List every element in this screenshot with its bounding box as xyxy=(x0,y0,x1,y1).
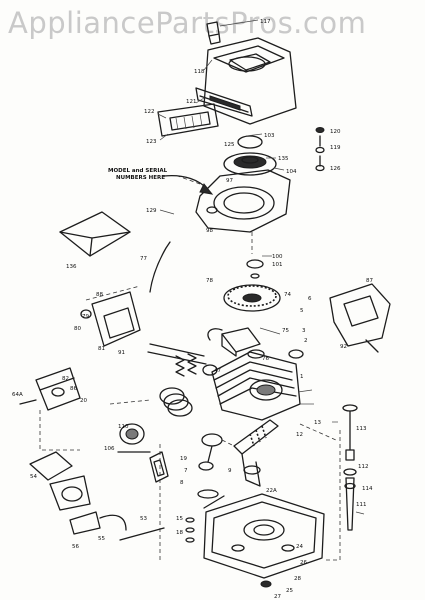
cylinder-block xyxy=(202,349,304,421)
part-label: 110 xyxy=(118,424,129,430)
part-label: 101 xyxy=(272,262,283,268)
part-label: 13 xyxy=(314,420,321,426)
part-label: 88 xyxy=(96,292,103,298)
side-screws xyxy=(315,127,325,172)
part-label: 27 xyxy=(274,594,281,600)
part-label: 9 xyxy=(228,468,232,474)
part-label: 120 xyxy=(330,129,341,135)
part-labels: 117 118 121 122 123 120 119 103 126 135 … xyxy=(12,19,373,600)
part-label: 24 xyxy=(296,544,303,550)
part-label: 53 xyxy=(140,516,147,522)
part-label: 121 xyxy=(186,99,197,105)
leader-lines xyxy=(39,19,365,561)
part-label: 74 xyxy=(284,292,291,298)
piston-assembly xyxy=(117,387,193,453)
part-label: 15 xyxy=(176,516,183,522)
part-label: 79 xyxy=(82,314,89,320)
part-label: 135 xyxy=(278,156,289,162)
part-label: 136 xyxy=(66,264,77,270)
part-label: 119 xyxy=(330,145,341,151)
carburetor xyxy=(19,367,81,411)
part-label: 28 xyxy=(294,576,301,582)
part-label: 81 xyxy=(98,346,105,352)
crankcase-sump xyxy=(203,493,325,588)
part-label: 82 xyxy=(62,376,69,382)
part-label: 80 xyxy=(74,326,81,332)
part-label: 47 xyxy=(214,368,221,374)
crankshaft xyxy=(233,419,279,487)
part-label: 104 xyxy=(286,169,297,175)
part-label: 123 xyxy=(146,139,157,145)
model-serial-note: MODEL and SERIAL xyxy=(108,168,168,174)
part-label: 20 xyxy=(80,398,87,404)
part-label: 103 xyxy=(264,133,275,139)
part-label: 56 xyxy=(72,544,79,550)
control-bracket xyxy=(329,283,391,353)
part-label: 114 xyxy=(362,486,373,492)
recoil-starter xyxy=(223,135,277,176)
part-label: 64A xyxy=(12,392,23,398)
filter-element xyxy=(157,103,219,137)
part-label: 2 xyxy=(304,338,308,344)
part-label: 22A xyxy=(266,488,277,494)
part-label: 8 xyxy=(180,480,184,486)
part-label: 6 xyxy=(308,296,312,302)
part-label: 18 xyxy=(176,530,183,536)
part-label: 5 xyxy=(300,308,304,314)
flywheel xyxy=(223,259,281,312)
part-label: 54 xyxy=(30,474,37,480)
part-label: 118 xyxy=(194,69,205,75)
part-label: 129 xyxy=(146,208,157,214)
part-label: 86 xyxy=(70,386,77,392)
part-label: 122 xyxy=(144,109,155,115)
part-label: 25 xyxy=(286,588,293,594)
part-label: 76 xyxy=(262,356,269,362)
part-label: 77 xyxy=(140,256,147,262)
governor-link xyxy=(149,241,171,293)
part-label: 78 xyxy=(206,278,213,284)
part-label: 92 xyxy=(340,344,347,350)
part-label: 126 xyxy=(330,166,341,172)
part-label: 113 xyxy=(356,426,367,432)
gasket-sheet xyxy=(59,211,131,257)
part-label: 125 xyxy=(224,142,235,148)
blower-housing xyxy=(195,169,291,233)
part-label: 100 xyxy=(272,254,283,260)
part-label: 55 xyxy=(98,536,105,542)
fuel-cap xyxy=(206,21,221,45)
part-label: 19 xyxy=(180,456,187,462)
small-parts xyxy=(119,489,225,543)
part-label: 117 xyxy=(260,19,271,25)
breather-cover xyxy=(80,291,141,347)
dipstick-tube xyxy=(342,404,358,531)
part-label: 12 xyxy=(296,432,303,438)
model-serial-arrow xyxy=(163,174,214,195)
model-serial-note-2: NUMBERS HERE xyxy=(116,175,165,181)
muffler xyxy=(29,451,127,535)
fuel-tank xyxy=(203,37,297,125)
part-label: 97 xyxy=(226,178,233,184)
part-label: 75 xyxy=(282,328,289,334)
part-label: 1 xyxy=(300,374,304,380)
part-label: 26 xyxy=(300,560,307,566)
part-label: 91 xyxy=(118,350,125,356)
part-label: 111 xyxy=(356,502,367,508)
part-label: 106 xyxy=(104,446,115,452)
part-label: 7 xyxy=(184,468,188,474)
part-label: 112 xyxy=(358,464,369,470)
part-label: 98 xyxy=(206,228,213,234)
air-cleaner xyxy=(195,87,253,117)
part-label: 87 xyxy=(366,278,373,284)
part-label: 3 xyxy=(302,328,306,334)
ignition-coil xyxy=(207,327,261,357)
valve-springs xyxy=(147,343,207,377)
